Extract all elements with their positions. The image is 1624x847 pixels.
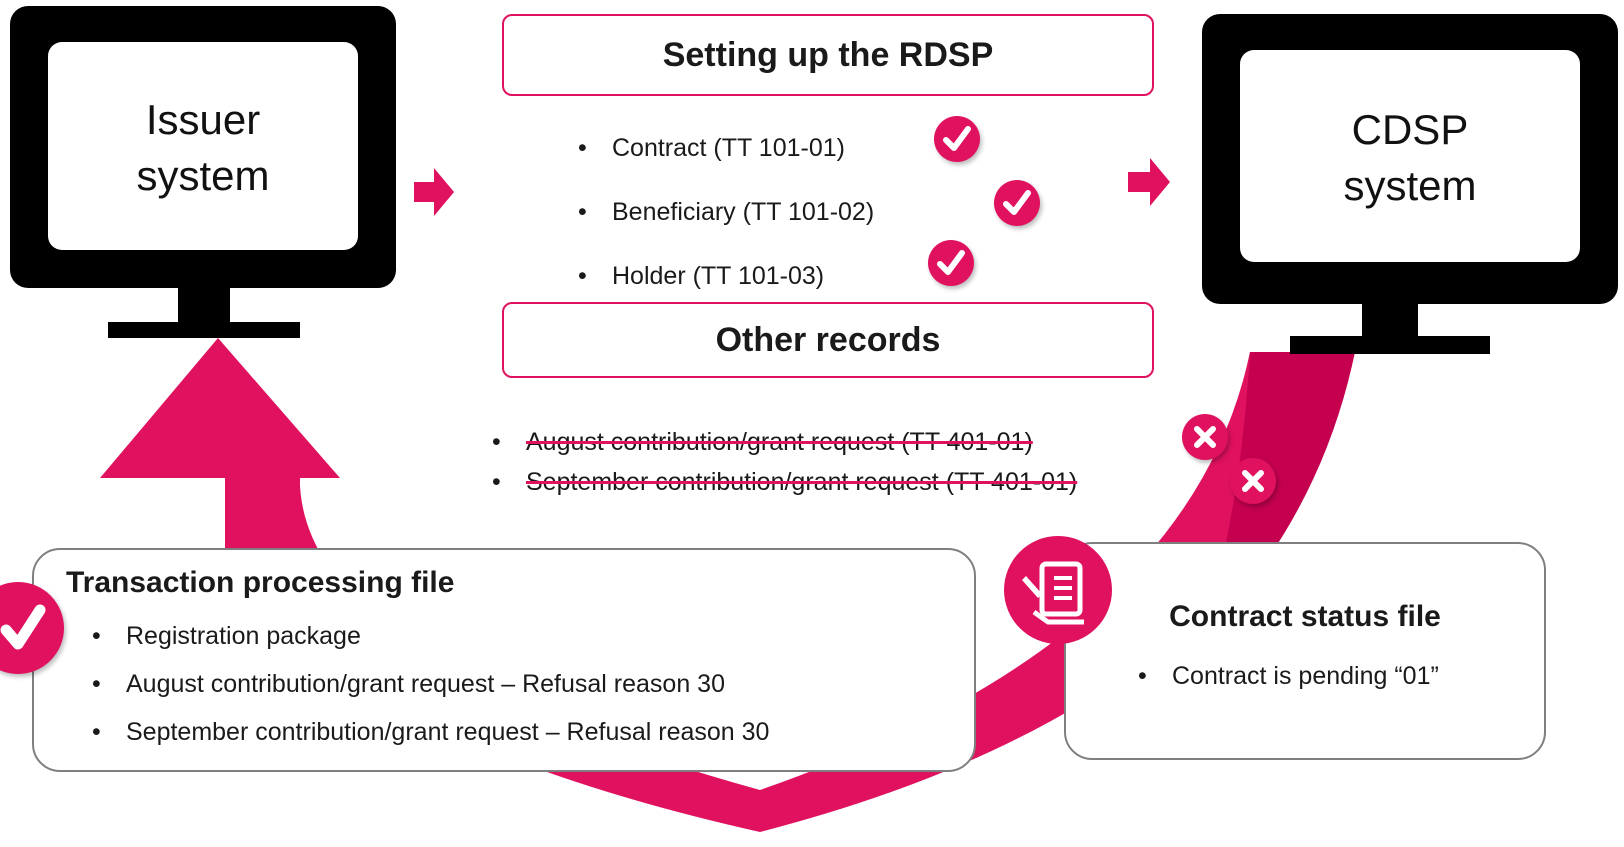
transaction-item: Registration package [92,612,769,660]
cdsp-monitor-icon [1202,14,1618,354]
transaction-file-title: Transaction processing file [66,566,455,599]
setup-item-contract: Contract (TT 101-01) [578,116,874,180]
other-records-header: Other records [502,302,1154,378]
issuer-system-label: Issuer system [48,92,358,204]
cross-icon [1230,458,1276,504]
other-records-list: August contribution/grant request (TT 40… [492,422,1077,502]
check-icon [928,240,974,286]
check-icon [0,582,64,674]
check-icon [994,180,1040,226]
cdsp-label-line2: system [1343,162,1477,209]
cdsp-system-label: CDSP system [1240,102,1580,214]
setup-title: Setting up the RDSP [662,36,994,74]
up-arrow-head [100,338,340,560]
status-file-list: Contract is pending “01” [1138,656,1439,696]
issuer-label-line1: Issuer [145,96,261,143]
arrow-right-icon-1 [414,168,454,216]
issuer-monitor-icon [10,6,396,338]
status-file-title: Contract status file [1169,600,1441,633]
issuer-label-line2: system [136,152,270,199]
cdsp-label-line1: CDSP [1351,106,1469,153]
other-item-september: September contribution/grant request (TT… [492,462,1077,502]
cross-icon [1182,414,1228,460]
setup-item-holder: Holder (TT 101-03) [578,244,874,308]
status-item: Contract is pending “01” [1138,656,1439,696]
transaction-item: September contribution/grant request – R… [92,708,769,756]
setup-item-beneficiary: Beneficiary (TT 101-02) [578,180,874,244]
setup-header: Setting up the RDSP [502,14,1154,96]
other-records-title: Other records [715,321,941,359]
setup-list: Contract (TT 101-01) Beneficiary (TT 101… [578,116,874,308]
check-icon [934,116,980,162]
contract-status-file-box: Contract status file Contract is pending… [1064,542,1546,760]
arrow-right-icon-2 [1128,158,1170,206]
transaction-processing-file-box: Transaction processing file Registration… [32,548,976,772]
document-pen-icon [1004,536,1112,644]
other-item-august: August contribution/grant request (TT 40… [492,422,1077,462]
transaction-file-list: Registration package August contribution… [92,612,769,756]
transaction-item: August contribution/grant request – Refu… [92,660,769,708]
